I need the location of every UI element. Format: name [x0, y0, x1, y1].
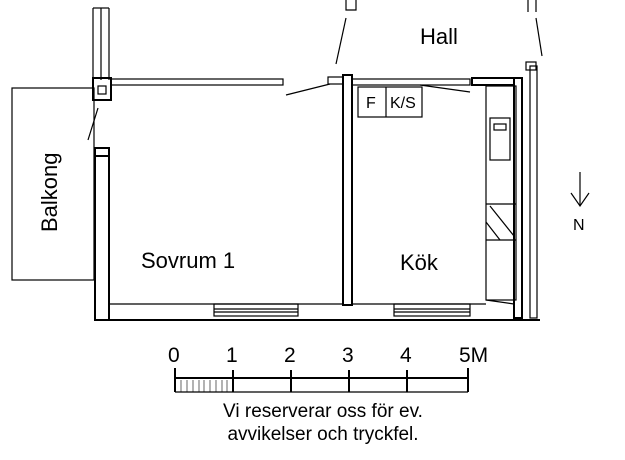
right-wall: [513, 65, 538, 319]
fridge-freezer-label: K/S: [390, 95, 416, 112]
window-column: [92, 7, 112, 101]
fridge-unit: F K/S: [357, 86, 423, 118]
kitchen-top: [351, 77, 515, 93]
disclaimer-line-2: avvikelser och tryckfel.: [227, 424, 418, 445]
left-wall: [94, 147, 110, 321]
scale-tick-3: 3: [342, 344, 354, 367]
scale-bar: 0 1 2 3 4 5M: [168, 344, 488, 393]
scale-tick-5: 5M: [459, 344, 488, 367]
scale-tick-0: 0: [168, 344, 180, 367]
north-arrow-icon: N: [573, 217, 585, 234]
room-label-sovrum: Sovrum 1: [141, 248, 235, 273]
hall-walls: [335, 0, 543, 71]
top-wall: [110, 76, 344, 96]
room-label-balkong: Balkong: [37, 152, 62, 232]
scale-tick-4: 4: [400, 344, 412, 367]
room-label-hall: Hall: [420, 24, 458, 49]
kitchen-counter: [485, 85, 517, 301]
scale-tick-1: 1: [226, 344, 238, 367]
room-label-kok: Kök: [400, 250, 439, 275]
bottom-wall: [95, 299, 540, 321]
scale-tick-2: 2: [284, 344, 296, 367]
partition-wall: [342, 74, 353, 306]
disclaimer-line-1: Vi reserverar oss för ev.: [223, 401, 423, 422]
north-arrow: N: [570, 172, 590, 234]
fridge-label: F: [366, 95, 376, 112]
scale-subdivisions: [180, 380, 228, 392]
